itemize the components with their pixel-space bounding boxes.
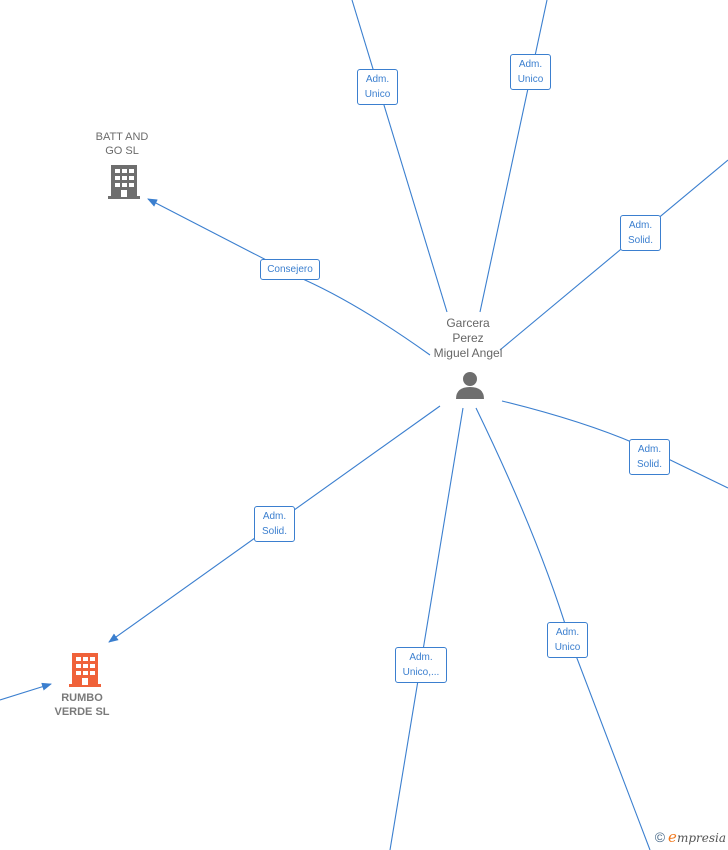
building-icon[interactable] [69,652,101,688]
edge-label-adm-unico[interactable]: Adm. Unico [510,54,551,90]
edge-adm-unico-top-left [351,0,448,313]
edge-label-adm-solid[interactable]: Adm. Solid. [254,506,295,542]
person-icon[interactable] [455,371,485,399]
edge-incoming-left [0,682,52,701]
edge-consejero [147,198,431,356]
edge-adm-unico-bottom-left [389,407,464,850]
edge-label-consejero[interactable]: Consejero [260,259,320,280]
empresia-logo[interactable]: empresia [668,828,726,846]
company-label-rumbo-verde[interactable]: RUMBO VERDE SL [54,692,110,718]
footer-brand: © empresia [655,828,726,846]
edge-label-adm-unico[interactable]: Adm. Unico [357,69,398,105]
edge-label-adm-solid[interactable]: Adm. Solid. [629,439,670,475]
edge-adm-solid-right-top [499,159,728,351]
person-label[interactable]: Garcera Perez Miguel Angel [433,316,503,360]
copyright-icon: © [654,829,666,845]
edge-adm-unico-top-right [479,0,548,313]
edge-label-adm-solid[interactable]: Adm. Solid. [620,215,661,251]
edge-label-adm-unico-etc[interactable]: Adm. Unico,... [395,647,447,683]
building-icon[interactable] [108,164,140,200]
edge-adm-solid-right [501,400,728,489]
edge-label-adm-unico[interactable]: Adm. Unico [547,622,588,658]
company-label-batt-and-go[interactable]: BATT AND GO SL [95,131,149,157]
